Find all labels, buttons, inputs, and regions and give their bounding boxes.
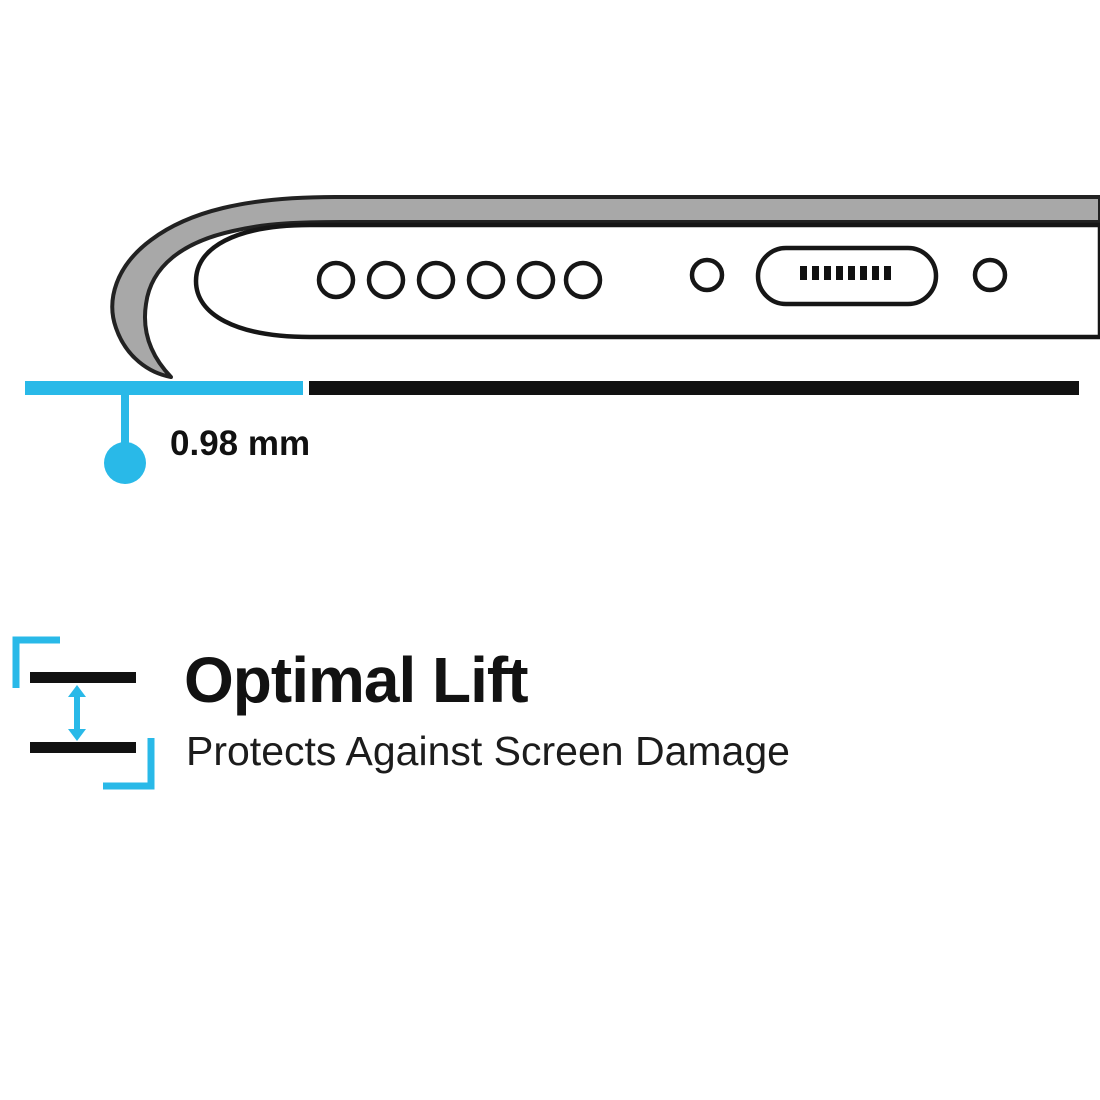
bracket-bottom-right-icon (103, 738, 155, 790)
speaker-hole (516, 260, 556, 300)
lower-bar (30, 742, 136, 753)
charging-port (755, 245, 939, 307)
double-arrow-icon (68, 685, 86, 741)
speaker-hole (316, 260, 356, 300)
speaker-hole (366, 260, 406, 300)
measurement-label: 0.98 mm (170, 424, 311, 463)
mic-hole (689, 257, 725, 293)
speaker-holes (316, 260, 603, 300)
surface-line (309, 381, 1079, 395)
speaker-hole (416, 260, 456, 300)
bracket-top-left-icon (12, 636, 60, 688)
feature-title: Optimal Lift (184, 644, 529, 716)
feature-subtitle: Protects Against Screen Damage (186, 728, 790, 774)
speaker-hole (466, 260, 506, 300)
speaker-hole (563, 260, 603, 300)
measurement-pointer-line (121, 394, 129, 448)
lift-gap-highlight-line (25, 381, 303, 395)
upper-bar (30, 672, 136, 683)
case-edge-shape (110, 195, 1100, 379)
measurement-pointer-dot (104, 442, 146, 484)
charging-port-outline (755, 245, 939, 307)
screw-hole (972, 257, 1008, 293)
lift-range-icon (12, 636, 155, 790)
